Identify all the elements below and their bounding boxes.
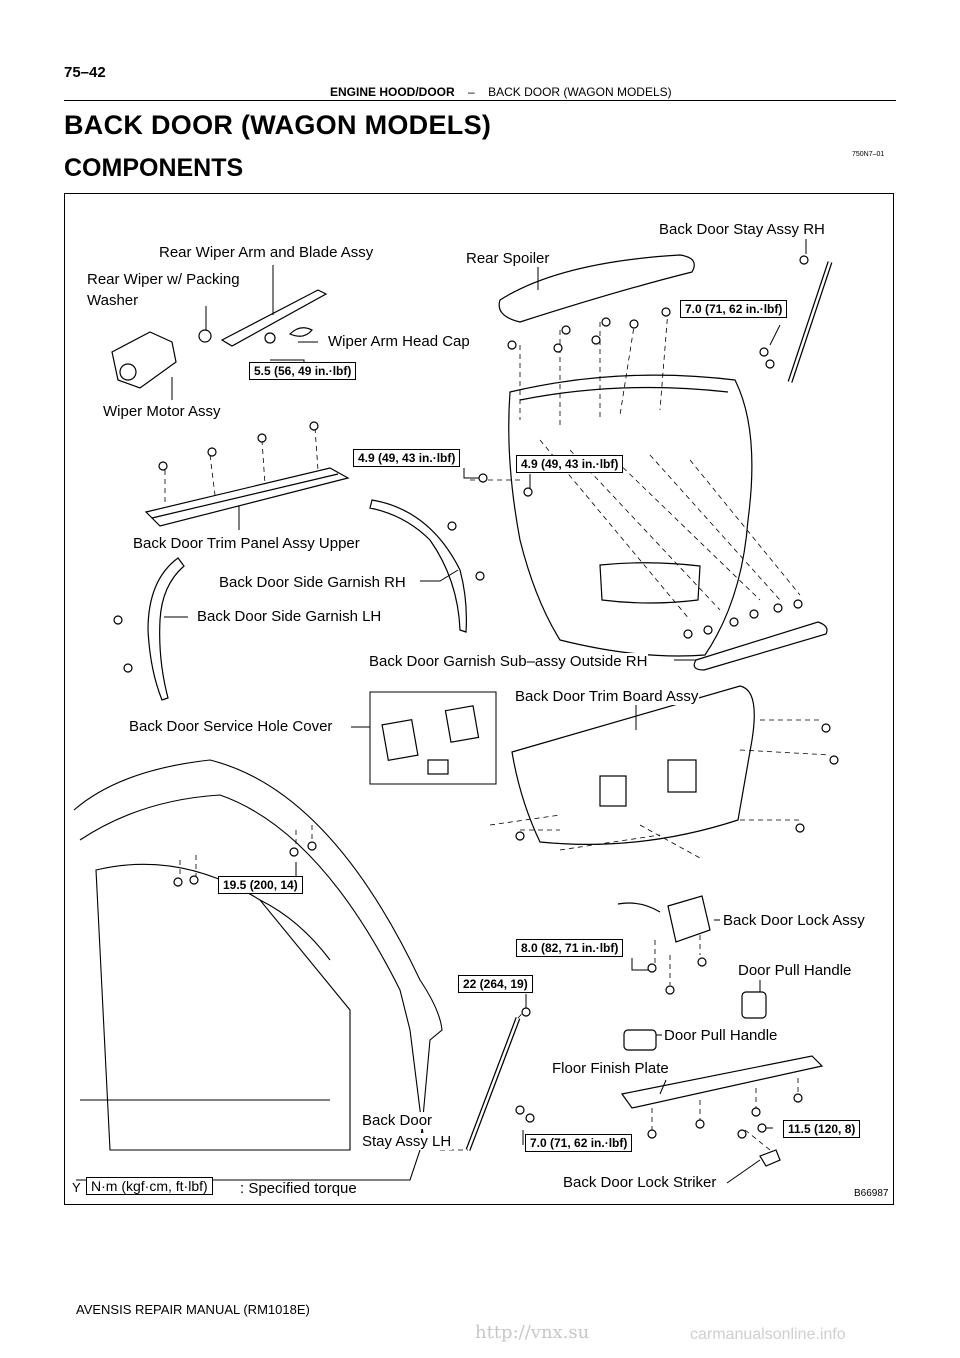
header-rule [64, 100, 896, 101]
label-stay-lh-line2: Stay Assy LH [361, 1133, 453, 1150]
torque-wiper-arm: 5.5 (56, 49 in.·lbf) [249, 362, 357, 380]
torque-trim-upper: 4.9 (49, 43 in.·lbf) [353, 449, 461, 467]
side-garnish-rh-shape [369, 499, 467, 633]
watermark: carmanualsonline.info [690, 1326, 846, 1343]
footer-manual-name: AVENSIS REPAIR MANUAL (RM1018E) [76, 1302, 310, 1317]
label-side-garnish-rh: Back Door Side Garnish RH [218, 574, 407, 591]
label-lock-assy: Back Door Lock Assy [722, 912, 866, 929]
side-garnish-lh-shape [147, 557, 185, 701]
torque-stay-lh-lower: 7.0 (71, 62 in.·lbf) [525, 1134, 633, 1152]
lock-assy-shape [667, 895, 711, 943]
vehicle-body-outline [73, 759, 443, 1181]
label-trim-board: Back Door Trim Board Assy [514, 688, 700, 705]
label-wiper-arm-head-cap: Wiper Arm Head Cap [327, 333, 471, 350]
legend-unit-box: N·m (kgf·cm, ft·lbf) [86, 1177, 213, 1195]
lock-striker-shape [759, 1149, 781, 1167]
label-rear-wiper-arm: Rear Wiper Arm and Blade Assy [158, 244, 375, 261]
page-number: 75–42 [64, 64, 106, 81]
page-title: BACK DOOR (WAGON MODELS) [64, 110, 492, 140]
label-garnish-outside-rh: Back Door Garnish Sub–assy Outside RH [368, 653, 649, 670]
torque-stay-lh-upper: 22 (264, 19) [458, 975, 533, 993]
label-wiper-motor: Wiper Motor Assy [102, 403, 222, 420]
label-service-hole-cover: Back Door Service Hole Cover [128, 718, 334, 735]
label-floor-finish-plate: Floor Finish Plate [551, 1060, 670, 1077]
trim-board-shape [511, 685, 755, 845]
trim-panel-upper-shape [144, 467, 350, 527]
header-subsection: BACK DOOR (WAGON MODELS) [488, 85, 672, 99]
label-door-pull-handle-1: Door Pull Handle [737, 962, 853, 979]
figure-frame [64, 193, 894, 1205]
label-trim-panel-upper: Back Door Trim Panel Assy Upper [132, 535, 361, 552]
torque-garnish: 4.9 (49, 43 in.·lbf) [516, 455, 624, 473]
label-rear-wiper-line1: Rear Wiper w/ Packing [86, 271, 241, 288]
label-stay-lh-line1: Back Door [361, 1112, 434, 1129]
torque-stay-rh: 7.0 (71, 62 in.·lbf) [680, 300, 788, 318]
figure-code: 750N7–01 [852, 151, 885, 158]
garnish-outside-shape [693, 621, 828, 671]
section-subtitle: COMPONENTS [64, 154, 244, 182]
wiper-arm-shape [220, 289, 328, 347]
running-header: ENGINE HOOD/DOOR – BACK DOOR (WAGON MODE… [330, 85, 672, 99]
label-lock-striker: Back Door Lock Striker [562, 1174, 718, 1191]
legend-text: : Specified torque [240, 1180, 357, 1197]
label-side-garnish-lh: Back Door Side Garnish LH [196, 608, 383, 625]
label-rear-wiper-line2: Washer [86, 292, 140, 309]
legend-marker: Y [72, 1180, 81, 1195]
torque-lock: 8.0 (82, 71 in.·lbf) [516, 939, 624, 957]
label-rear-spoiler: Rear Spoiler [465, 250, 551, 267]
source-url-link[interactable]: http://vnx.su [475, 1322, 590, 1343]
rear-spoiler-shape [498, 254, 695, 323]
label-back-door-stay-rh: Back Door Stay Assy RH [658, 221, 826, 238]
header-section: ENGINE HOOD/DOOR [330, 85, 455, 99]
label-door-pull-handle-2: Door Pull Handle [663, 1027, 779, 1044]
wiper-motor-shape [111, 331, 177, 389]
back-door-panel [508, 374, 753, 657]
figure-id: B66987 [854, 1188, 889, 1199]
torque-striker: 11.5 (120, 8) [783, 1120, 861, 1138]
header-separator: – [468, 85, 475, 99]
torque-body-hinge: 19.5 (200, 14) [218, 876, 303, 894]
floor-finish-plate-shape [620, 1055, 824, 1109]
